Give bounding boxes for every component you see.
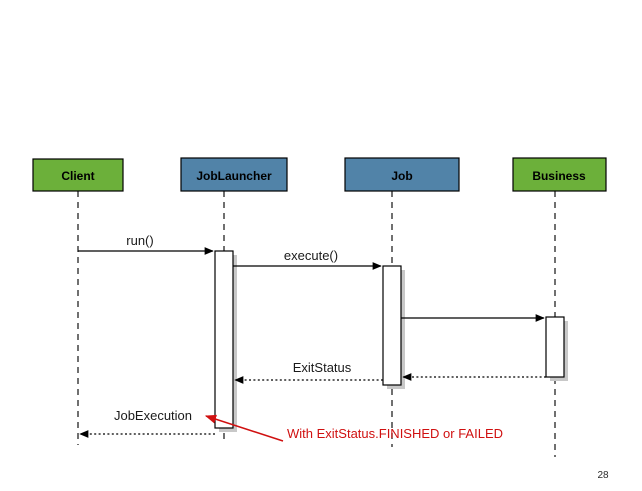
participant-label-joblauncher: JobLauncher: [196, 169, 272, 183]
annotation-arrow: [204, 414, 284, 442]
message-label-execute: execute(): [284, 248, 338, 263]
activation-bar-joblauncher: [214, 250, 234, 429]
participant-box-job[interactable]: [344, 157, 460, 192]
message-jobexecution[interactable]: JobExecution: [79, 408, 215, 438]
participant-box-client[interactable]: [32, 158, 124, 192]
activation-job: [382, 265, 405, 389]
participant-box-business[interactable]: [512, 157, 607, 192]
message-execute[interactable]: execute(): [233, 248, 382, 270]
message-run[interactable]: run(): [78, 233, 214, 255]
activation-bar-business: [545, 316, 565, 378]
participant-business[interactable]: Business: [512, 157, 607, 192]
participant-label-job: Job: [391, 169, 412, 183]
activation-joblauncher: [214, 250, 237, 432]
message-exitstatus[interactable]: ExitStatus: [234, 360, 383, 384]
annotation-text: With ExitStatus.FINISHED or FAILED: [287, 426, 503, 441]
participant-joblauncher[interactable]: JobLauncher: [180, 157, 288, 192]
participant-label-client: Client: [61, 169, 94, 183]
message-label-exitstatus: ExitStatus: [293, 360, 352, 375]
participant-client[interactable]: Client: [32, 158, 124, 192]
participant-label-business: Business: [532, 169, 586, 183]
activation-bar-job: [382, 265, 402, 386]
annotation-exitstatus: With ExitStatus.FINISHED or FAILED: [204, 414, 503, 442]
activation-business: [545, 316, 568, 381]
page-number: 28: [597, 470, 609, 481]
participant-box-joblauncher[interactable]: [180, 157, 288, 192]
participant-job[interactable]: Job: [344, 157, 460, 192]
message-label-jobexecution: JobExecution: [114, 408, 192, 423]
message-label-run: run(): [126, 233, 153, 248]
